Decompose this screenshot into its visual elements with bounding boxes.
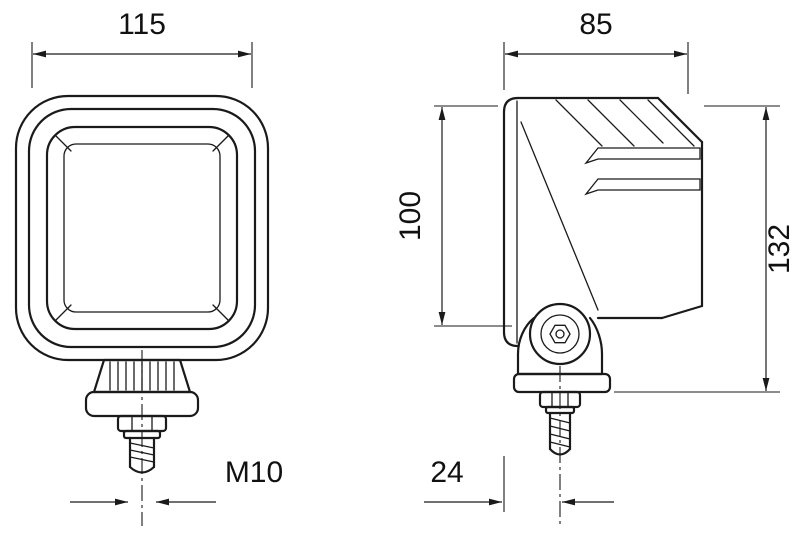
aperture-corner-line <box>55 135 72 152</box>
pivot-knuckle-circle <box>528 302 592 366</box>
aperture-corner-line <box>212 135 229 152</box>
dimension-stud-offset: 24 <box>424 456 614 512</box>
dimension-thread: M10 <box>70 456 283 506</box>
lens-face-profile <box>502 96 520 348</box>
pivot-center <box>555 329 565 339</box>
dimension-upper-height: 100 <box>394 105 512 327</box>
mounting-foot <box>512 372 612 394</box>
front-view <box>14 94 270 526</box>
aperture-corner-line <box>55 304 72 321</box>
front-mounting-stud <box>116 414 168 474</box>
dimension-total-height: 132 <box>614 105 796 393</box>
chamfer-inner-line <box>647 99 695 147</box>
dim-label-100: 100 <box>394 191 427 241</box>
lamp-bezel-outline <box>27 107 257 349</box>
side-view <box>502 96 704 526</box>
side-mounting-stud <box>538 390 582 456</box>
housing-rear-chamfer <box>656 96 704 144</box>
dim-label-85: 85 <box>579 8 612 41</box>
heatsink-fins <box>584 147 701 196</box>
dimension-side-depth: 85 <box>503 8 689 94</box>
housing-ribs <box>520 99 664 311</box>
bracket-serrations <box>109 361 175 391</box>
dimension-front-width: 115 <box>31 8 253 88</box>
aperture-corner-line <box>212 304 229 321</box>
dim-label-132: 132 <box>763 224 796 274</box>
pivot-bolt-hex <box>549 324 571 344</box>
pivot-bracket <box>512 302 612 394</box>
housing-bottom-chamfer <box>660 304 704 320</box>
dim-label-115: 115 <box>118 8 166 41</box>
pivot-washer-circle <box>540 314 580 354</box>
dim-label-m10: M10 <box>225 456 283 489</box>
lens-outline <box>45 125 239 331</box>
reflector-aperture <box>63 143 221 313</box>
dim-label-24: 24 <box>430 456 463 489</box>
